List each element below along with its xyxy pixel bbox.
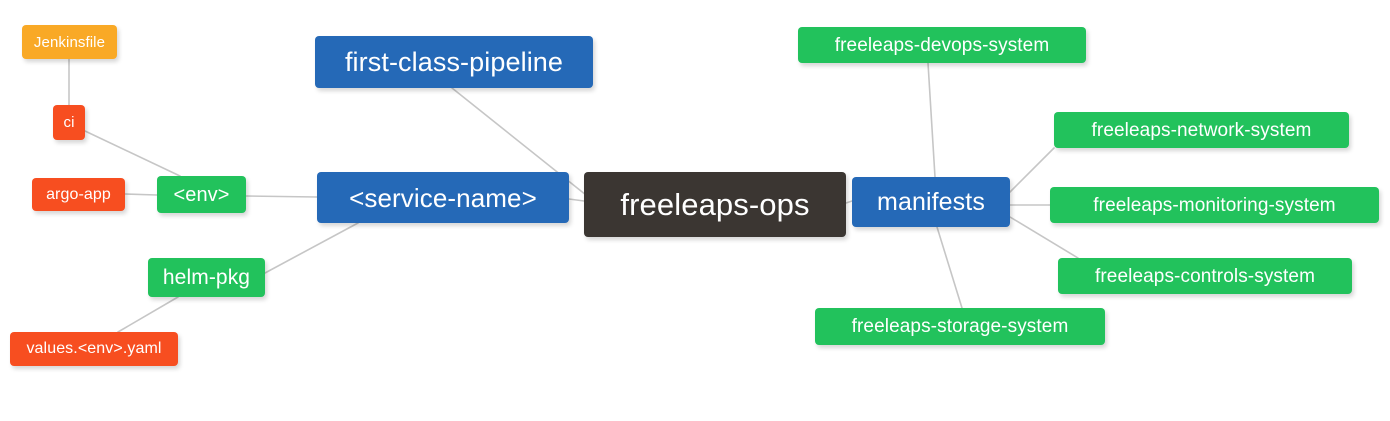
node-label-helm-pkg: helm-pkg — [162, 266, 251, 289]
edge-manifests-to-freeleaps-network-system — [1009, 147, 1055, 193]
node-freeleaps-ops[interactable]: freeleaps-ops — [584, 172, 846, 237]
node-freeleaps-storage-system[interactable]: freeleaps-storage-system — [815, 308, 1105, 345]
edge-env-to-argo-app — [124, 193, 158, 196]
edge-service-name-to-env — [245, 195, 318, 198]
node-jenkinsfile[interactable]: Jenkinsfile — [22, 25, 117, 59]
edge-helm-pkg-to-values-yaml — [117, 296, 179, 333]
node-label-freeleaps-devops-system: freeleaps-devops-system — [834, 34, 1050, 56]
node-freeleaps-monitoring-system[interactable]: freeleaps-monitoring-system — [1050, 187, 1379, 223]
node-values-yaml[interactable]: values.<env>.yaml — [10, 332, 178, 366]
node-argo-app[interactable]: argo-app — [32, 178, 125, 211]
node-freeleaps-network-system[interactable]: freeleaps-network-system — [1054, 112, 1349, 148]
node-label-freeleaps-monitoring-system: freeleaps-monitoring-system — [1093, 194, 1336, 216]
node-first-class-pipeline[interactable]: first-class-pipeline — [315, 36, 593, 88]
node-manifests[interactable]: manifests — [852, 177, 1010, 227]
edge-manifests-to-freeleaps-storage-system — [936, 226, 963, 309]
node-label-first-class-pipeline: first-class-pipeline — [344, 46, 564, 77]
node-label-freeleaps-controls-system: freeleaps-controls-system — [1094, 265, 1316, 287]
node-label-values-yaml: values.<env>.yaml — [26, 340, 162, 357]
node-label-jenkinsfile: Jenkinsfile — [33, 33, 106, 51]
node-label-ci: ci — [63, 114, 75, 131]
node-label-argo-app: argo-app — [46, 185, 111, 203]
node-label-service-name: <service-name> — [349, 182, 537, 213]
node-label-freeleaps-network-system: freeleaps-network-system — [1091, 119, 1312, 141]
edge-env-to-ci — [84, 130, 181, 177]
node-freeleaps-devops-system[interactable]: freeleaps-devops-system — [798, 27, 1086, 63]
edge-service-name-to-helm-pkg — [264, 222, 359, 274]
node-helm-pkg[interactable]: helm-pkg — [148, 258, 265, 297]
node-label-env: <env> — [173, 183, 230, 206]
node-label-freeleaps-ops: freeleaps-ops — [620, 187, 810, 222]
edge-freeleaps-ops-to-service-name — [568, 198, 585, 202]
node-service-name[interactable]: <service-name> — [317, 172, 569, 223]
node-label-manifests: manifests — [877, 187, 985, 216]
node-ci[interactable]: ci — [53, 105, 85, 140]
edge-manifests-to-freeleaps-controls-system — [1009, 216, 1079, 259]
node-env[interactable]: <env> — [157, 176, 246, 213]
edge-manifests-to-freeleaps-devops-system — [927, 62, 936, 178]
node-label-freeleaps-storage-system: freeleaps-storage-system — [851, 316, 1069, 337]
node-freeleaps-controls-system[interactable]: freeleaps-controls-system — [1058, 258, 1352, 294]
